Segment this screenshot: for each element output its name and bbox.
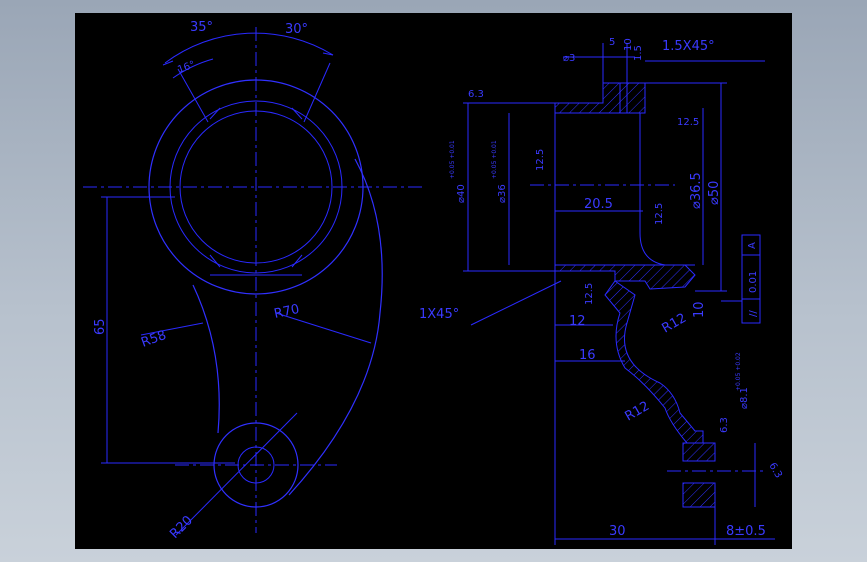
angle-30-label: 30° xyxy=(285,22,308,37)
r58-label: R58 xyxy=(139,328,168,351)
r70-label: R70 xyxy=(273,302,301,322)
r125a-label: 12.5 xyxy=(535,149,546,171)
chamfer-1x45-label: 1X45° xyxy=(419,307,459,322)
d50-label: ⌀50 xyxy=(707,181,722,205)
top-flange-section xyxy=(554,82,646,114)
d40-tolerance: +0.05 +0.01 xyxy=(449,140,456,179)
r125c-label: 12.5 xyxy=(654,203,665,225)
rocker-arm-drawing: 35° 30° 16° R58 R70 R20 65 xyxy=(83,20,784,545)
boss-bottom-section xyxy=(682,482,716,508)
w16-label: 16 xyxy=(579,348,596,363)
oil-groove-bottom xyxy=(209,254,303,276)
bore-right-fillet xyxy=(639,232,666,266)
arm-left-profile xyxy=(192,284,220,434)
d40-label: ⌀40 xyxy=(456,184,467,203)
d36-label: ⌀36 xyxy=(497,184,508,203)
dim-5-label: 5 xyxy=(609,37,615,48)
front-view: 35° 30° 16° R58 R70 R20 65 xyxy=(83,20,425,542)
d365-label: ⌀36.5 xyxy=(689,172,704,209)
d81-tolerance: +0.05 +0.02 xyxy=(735,352,742,391)
angle-35-label: 35° xyxy=(190,20,213,35)
dist-65-label: 65 xyxy=(93,318,108,335)
bottom-flange-section xyxy=(554,264,696,290)
dim-15-label: 1.5 xyxy=(633,45,644,61)
boss-top-section xyxy=(682,442,716,462)
top-lug xyxy=(177,62,331,123)
geometric-tolerance-frame: A 0.01 // xyxy=(721,234,761,324)
chamfer-1x45-leader xyxy=(470,280,562,326)
hub-bore-circle xyxy=(169,100,343,274)
arm-right-profile xyxy=(288,158,383,496)
d81-label: ⌀8.1 xyxy=(739,387,750,409)
boss-outer-circle xyxy=(213,422,299,508)
r63b-label: 6.3 xyxy=(719,417,730,433)
w30-label: 30 xyxy=(609,524,626,539)
r63-label: 6.3 xyxy=(468,89,484,100)
w8-label: 8±0.5 xyxy=(726,524,766,539)
w12-label: 12 xyxy=(569,314,586,329)
r70-leader xyxy=(275,312,372,344)
r125d-label: 12.5 xyxy=(584,283,595,305)
angle-arc-outer xyxy=(164,32,334,64)
angle-arc-inner xyxy=(172,58,214,79)
section-view: A 0.01 // ⌀3 5 10 1.5 1.5X45° 6.3 ⌀40 +0… xyxy=(419,37,784,545)
w205-label: 20.5 xyxy=(584,197,613,212)
web-section xyxy=(604,280,704,444)
r12a-label: R12 xyxy=(660,311,690,337)
dim-d3-label: ⌀3 xyxy=(563,53,575,64)
dim-10-label: 10 xyxy=(623,38,634,51)
r20-label: R20 xyxy=(167,513,196,542)
tolerance-value: 0.01 xyxy=(748,271,759,293)
r125b-label: 12.5 xyxy=(677,117,699,128)
tolerance-symbol: // xyxy=(748,310,759,317)
chamfer-label: 1.5X45° xyxy=(662,39,715,54)
r12b-label: R12 xyxy=(623,399,653,425)
boss-hole-circle xyxy=(237,446,275,484)
oil-groove-top xyxy=(209,107,303,120)
angle-arrow-left xyxy=(162,52,334,66)
r20-leader xyxy=(175,412,298,536)
r58-leader xyxy=(140,322,204,336)
d36-tolerance: +0.05 +0.01 xyxy=(491,140,498,179)
hub-inner-circle xyxy=(179,110,333,264)
hub-outer-circle xyxy=(148,79,364,295)
cad-drawing-viewport[interactable]: 35° 30° 16° R58 R70 R20 65 xyxy=(75,13,792,549)
angle-16-label: 16° xyxy=(176,59,196,75)
r63c-label: 6.3 xyxy=(766,461,783,480)
tolerance-datum: A xyxy=(747,242,758,249)
h10-label: 10 xyxy=(692,301,707,318)
